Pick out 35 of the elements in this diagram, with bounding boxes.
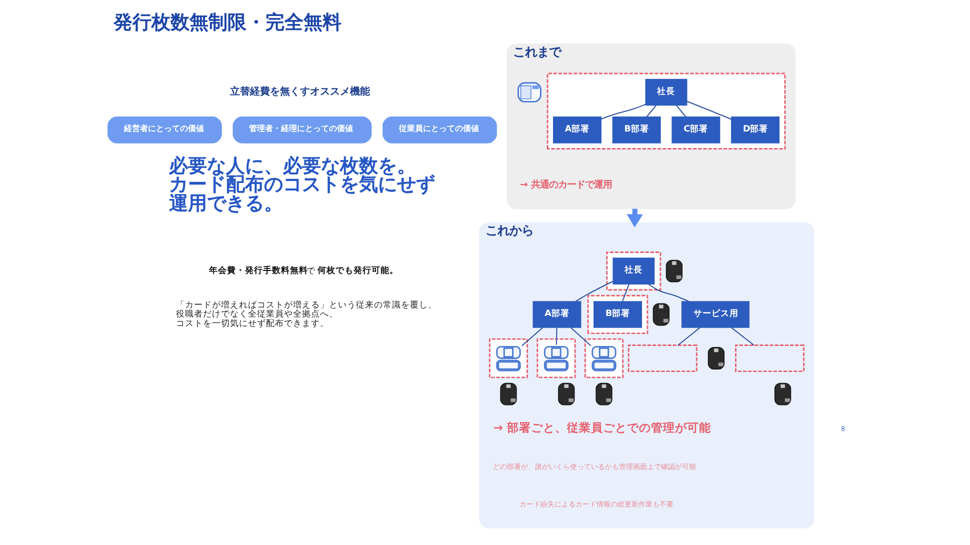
connector (646, 105, 656, 118)
node-box (734, 344, 804, 372)
label: 年会費・発行手数料無料で何枚でも発行可能。 (208, 266, 398, 277)
connector (686, 100, 731, 120)
node-box: B部署 (593, 301, 642, 328)
node-box: サービス用 (680, 301, 749, 328)
cluster (584, 338, 624, 378)
connector (574, 280, 613, 302)
connector (730, 327, 754, 346)
connector (676, 105, 686, 118)
connector (521, 327, 543, 346)
node-box: A部署 (532, 301, 581, 328)
cluster (536, 338, 576, 378)
label: 必要な人に、必要な枚数を。カード配布のコストを気にせず運用できる。 (168, 156, 435, 214)
label: どの部署が、誰がいくら使っているかも管理画面上で確認が可能 (492, 462, 696, 471)
connector (622, 284, 629, 302)
label: 立替経費を無くすオススメ機能 (229, 86, 370, 98)
cluster (586, 294, 648, 334)
cluster (606, 252, 661, 291)
node-box: C部署 (671, 116, 720, 144)
node-box: 社長 (612, 258, 654, 284)
label: 「カードが増えればコストが増える」という従来の常識を覆し、役職者だけでなく全従業員や全拠点へ、コストを一切気にせず配布できます。 (175, 300, 436, 330)
node-box: 社長 (644, 78, 687, 106)
diagram-title: 発行枚数無制限・完全無料 (113, 12, 342, 34)
connector (648, 284, 689, 302)
cluster (488, 338, 528, 378)
label: → 部署ごと、従業員ごとでの管理が可能 (492, 420, 710, 435)
node-box: B部署 (612, 116, 660, 144)
label: カード紛失によるカード情報の総更新作業も不要 (518, 500, 673, 509)
node-box: A部署 (552, 116, 601, 144)
node-box: D部署 (730, 116, 780, 144)
node-box (627, 344, 697, 372)
connector (600, 104, 646, 120)
connector (555, 328, 557, 345)
connector (570, 327, 591, 346)
